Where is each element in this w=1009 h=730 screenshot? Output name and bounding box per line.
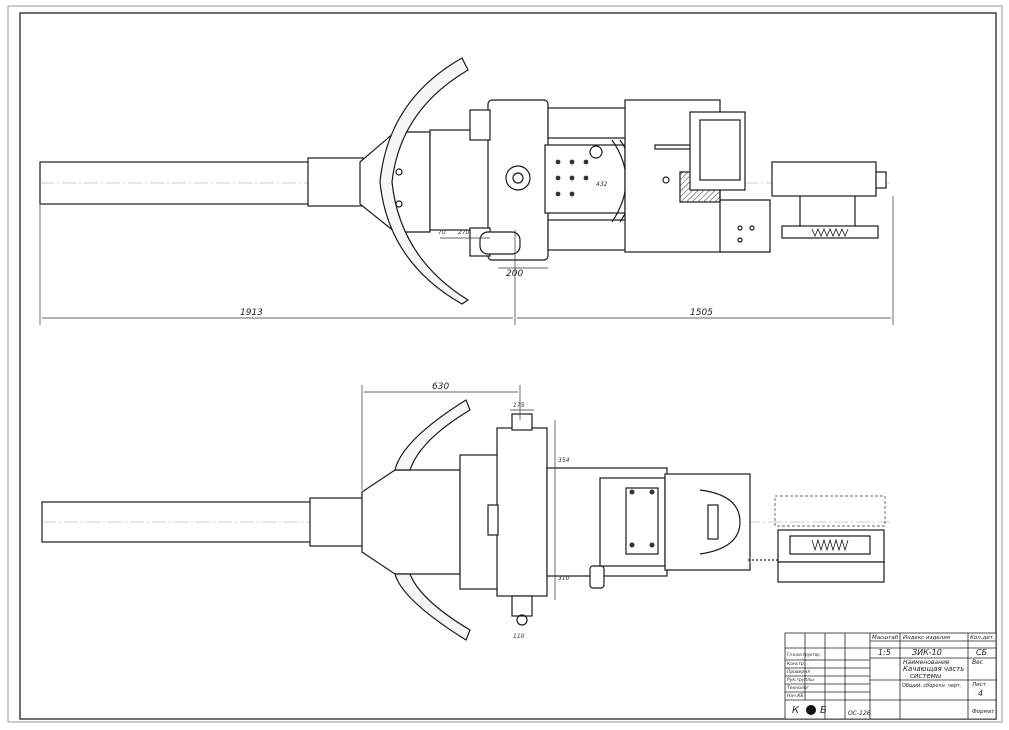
tb-role-designer: Констр.: [787, 661, 805, 667]
dim-1505: 1505: [690, 308, 713, 318]
dim-310: 310: [558, 575, 570, 582]
tb-role-chief: Нач.КБ: [787, 693, 804, 699]
bottom-view: [41, 399, 890, 641]
dim-630: 630: [432, 382, 449, 392]
dim-1913: 1913: [240, 308, 263, 318]
tb-index-header: Индекс изделия: [903, 635, 951, 641]
bottom-tray-dashed: [774, 495, 886, 527]
dim-270: 270: [458, 229, 470, 236]
tb-stamp-dot: [806, 705, 816, 715]
tb-note: Общий. сборочн. черт.: [902, 683, 962, 689]
inner-frame: [19, 12, 997, 720]
tb-weight-label: Вес: [972, 659, 984, 666]
tb-role-tech: Технолог: [787, 685, 810, 691]
tb-name-line2: системы: [910, 672, 942, 680]
dim-432: 432: [596, 181, 608, 188]
tb-role-head: Рук.группы: [787, 677, 814, 683]
top-trunnion-axis: [505, 165, 531, 191]
tb-scale: 1:5: [878, 648, 891, 657]
dim-110: 110: [513, 633, 525, 640]
tb-format-label: Формат: [972, 709, 995, 715]
top-barrel-collar: [307, 157, 364, 207]
top-spring: [781, 225, 879, 239]
tb-role-checker: Проверил: [787, 669, 810, 675]
outer-frame: [7, 5, 1003, 723]
dim-354: 354: [558, 457, 570, 464]
tb-sheet-no: СБ: [976, 648, 988, 657]
tb-name-header: Наименование: [903, 659, 950, 666]
tb-sheet-count: 4: [978, 689, 983, 698]
bottom-shield: [394, 399, 471, 471]
top-shield: [379, 57, 470, 305]
top-tray: [771, 161, 877, 197]
bottom-trunnion-housing: [496, 427, 548, 597]
tb-stamp-k: К: [792, 705, 800, 716]
tb-index: ЗИК-10: [912, 648, 942, 657]
bottom-dimensions: [361, 385, 556, 600]
top-view: [39, 57, 890, 305]
tb-sheet-header: Кол.дет.: [970, 635, 995, 641]
tb-name-line1: Качающая часть: [903, 665, 964, 673]
bottom-mantlet: [361, 469, 461, 575]
title-block: [784, 632, 997, 720]
tb-scale-header: Масштаб: [872, 635, 899, 641]
top-cradle: [429, 129, 491, 231]
dim-70: 70: [438, 229, 446, 236]
tb-role-lead: Гл.конструктор: [787, 652, 820, 657]
top-dimensions: [39, 196, 894, 325]
dim-175: 175: [513, 402, 525, 409]
tb-stamp-b: Б: [820, 705, 827, 716]
bottom-barrel-collar: [309, 497, 366, 547]
top-recuperator: [547, 107, 629, 139]
tb-sheets-label: Лист: [971, 682, 987, 688]
dim-200: 200: [506, 269, 523, 279]
tb-archive: ОС-126: [848, 710, 871, 717]
